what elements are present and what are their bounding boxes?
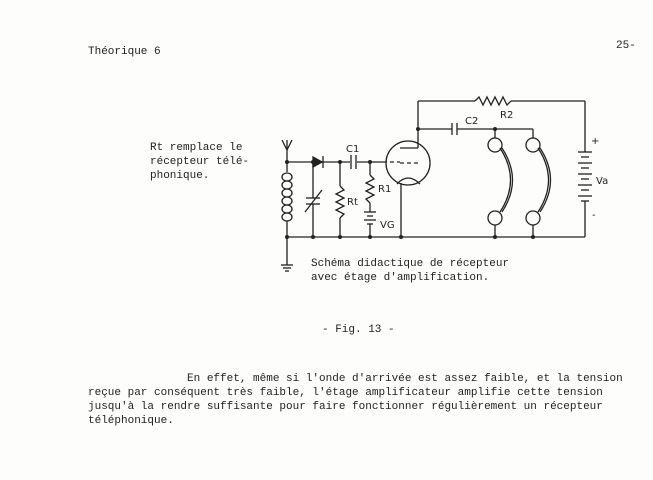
figure-caption-line: Schéma didactique de récepteur [311,258,510,270]
battery-vg-icon [364,211,376,225]
figure-number: - Fig. 13 - [322,324,395,336]
body-text-line: En effet, même si l'onde d'arrivée est a… [88,373,623,385]
resistor-r2 [474,95,512,107]
figure-note-line: Rt remplace le [150,142,243,154]
figure-caption-line: avec étage d'amplification. [311,272,490,284]
capacitor-c2 [451,123,458,135]
page-number: 25- [616,40,636,52]
coil-icon [281,172,293,222]
body-text-line: jusqu'à la rendre suffisante pour faire … [88,401,603,413]
label-r2: R2 [500,110,513,121]
junction-dots [285,127,535,239]
label-va: Va [596,176,608,187]
figure-note-line: phonique. [150,170,210,182]
variable-capacitor-icon [304,189,323,213]
body-text-line: reçue par conséquent très faible, l'étag… [88,387,603,399]
label-c1: C1 [346,144,359,155]
label-plus: + [591,136,599,147]
vacuum-tube-icon [385,140,431,186]
label-vg: VG [380,220,395,231]
page-header-title: Théorique 6 [88,46,161,58]
resistor-rt [334,185,346,219]
resistor-r1 [364,174,376,204]
figure-note-line: récepteur télé- [150,156,250,168]
capacitor-c1 [350,155,357,169]
label-c2: C2 [465,116,478,127]
label-rt: Rt [347,197,358,208]
battery-va-icon [578,151,592,202]
headphone-icon [487,129,552,237]
antenna-icon [281,139,293,162]
ground-icon [281,264,293,272]
body-text-line: téléphonique. [88,415,174,427]
label-minus: - [592,210,596,221]
label-r1: R1 [378,184,391,195]
